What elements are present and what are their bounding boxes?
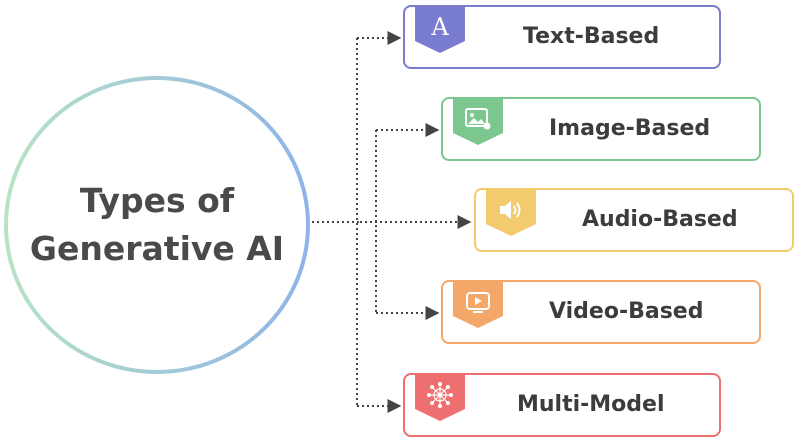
category-label-text-based: Text-Based <box>523 24 660 49</box>
neural-network-icon <box>415 373 465 423</box>
category-card-audio-based: Audio-Based <box>474 188 794 252</box>
category-card-text-based: A Text-Based <box>403 5 721 69</box>
central-topic-circle: Types of Generative AI <box>4 76 310 374</box>
category-label-image-based: Image-Based <box>549 116 711 141</box>
central-topic-line-2: Generative AI <box>29 229 285 268</box>
category-label-multi-model: Multi-Model <box>517 392 665 417</box>
letter-a-icon: A <box>415 5 465 55</box>
image-icon <box>453 97 503 147</box>
category-label-video-based: Video-Based <box>549 299 704 324</box>
central-topic-line-1: Types of <box>79 181 235 220</box>
category-card-multi-model: Multi-Model <box>403 373 721 437</box>
category-card-video-based: Video-Based <box>441 280 761 344</box>
category-card-image-based: Image-Based <box>441 97 761 161</box>
video-play-icon <box>453 280 503 330</box>
speaker-icon <box>486 188 536 238</box>
category-label-audio-based: Audio-Based <box>582 207 738 232</box>
